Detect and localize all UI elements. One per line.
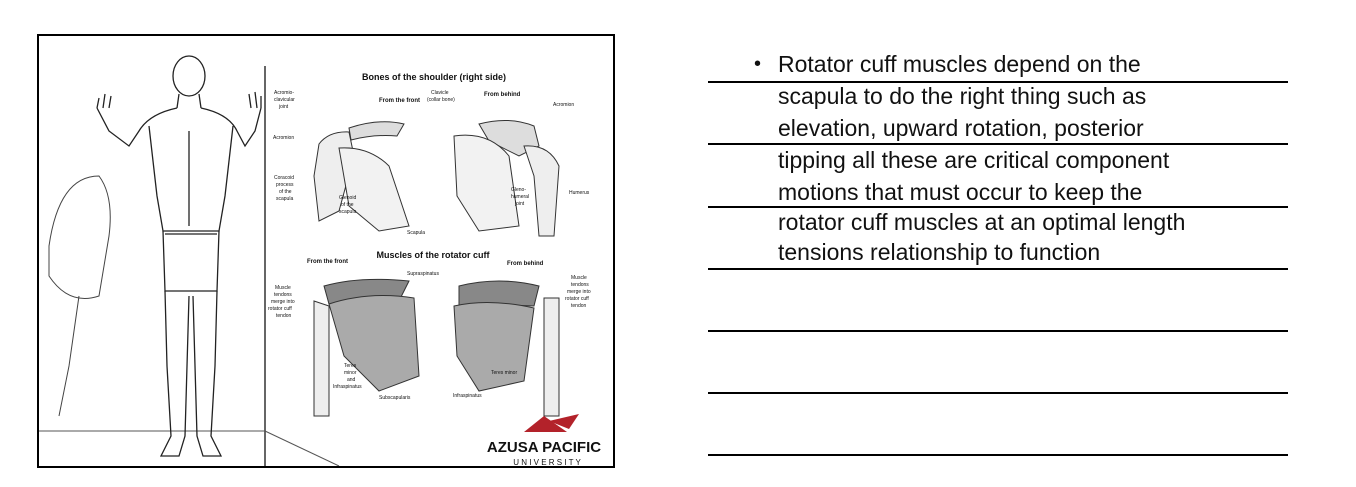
logo-mark xyxy=(524,416,567,432)
azusa-pacific-logo: AZUSA PACIFIC U N I V E R S I T Y xyxy=(487,414,601,466)
label-glenoid-1: Glenoid xyxy=(339,195,356,201)
bones-figure-title: Bones of the shoulder (right side) xyxy=(362,72,506,82)
label-glenohumeral-1: Gleno- xyxy=(511,187,526,193)
bones-from-front-label: From the front xyxy=(379,98,420,104)
notes-line-3: elevation, upward rotation, posterior xyxy=(778,115,1144,141)
label-glenoid-2: of the xyxy=(341,202,354,208)
label-clavicle-1: Clavicle xyxy=(431,90,449,96)
notes-rule-1 xyxy=(708,81,1288,83)
standing-man-figure xyxy=(96,55,262,457)
label-teres-infra-1: Teres xyxy=(344,363,357,369)
label-muscle-tendons-r-2: tendons xyxy=(571,282,589,288)
notes-line-4: tipping all these are critical component xyxy=(778,147,1170,173)
notes-line-1: Rotator cuff muscles depend on the xyxy=(778,51,1141,77)
notes-line-2: scapula to do the right thing such as xyxy=(778,83,1147,109)
muscles-from-behind-label: From behind xyxy=(507,261,544,267)
label-muscle-tendons-l-3: merge into xyxy=(271,299,295,305)
label-muscle-tendons-l-4: rotator cuff xyxy=(268,306,292,312)
label-glenohumeral-2: humeral xyxy=(511,194,529,200)
label-humerus: Humerus xyxy=(569,190,590,196)
muscles-figure-title: Muscles of the rotator cuff xyxy=(376,250,490,260)
label-muscle-tendons-l-2: tendons xyxy=(274,292,292,298)
label-teres-infra-3: and xyxy=(347,377,356,383)
label-glenoid-3: scapula xyxy=(339,209,356,215)
label-muscle-tendons-r-1: Muscle xyxy=(571,275,587,281)
slide-thumbnail: Bones of the shoulder (right side) From … xyxy=(37,34,615,468)
label-infraspinatus: Infraspinatus xyxy=(453,393,482,399)
notes-rule-7 xyxy=(708,454,1288,456)
label-muscle-tendons-r-5: tendon xyxy=(571,303,587,309)
notes-rule-3 xyxy=(708,206,1288,208)
logo-subtitle: U N I V E R S I T Y xyxy=(513,458,581,466)
label-acromion-left: Acromion xyxy=(273,135,294,141)
notes-rule-5 xyxy=(708,330,1288,332)
speaker-notes-area: • Rotator cuff muscles depend on the sca… xyxy=(708,48,1288,468)
bullet-marker: • xyxy=(754,53,762,75)
notes-line-7: tensions relationship to function xyxy=(778,239,1101,265)
notes-line-6: rotator cuff muscles at an optimal lengt… xyxy=(778,209,1186,235)
label-teres-infra-4: Infraspinatus xyxy=(333,384,362,390)
label-acromioclavicular-1: Acromio- xyxy=(274,90,294,96)
logo-name: AZUSA PACIFIC xyxy=(487,439,601,456)
notes-rule-2 xyxy=(708,143,1288,145)
muscles-from-front-label: From the front xyxy=(307,259,348,265)
label-muscle-tendons-r-4: rotator cuff xyxy=(565,296,589,302)
label-muscle-tendons-l-5: tendon xyxy=(276,313,292,319)
label-acromioclavicular-2: clavicular xyxy=(274,97,295,103)
notes-line-5: motions that must occur to keep the xyxy=(778,179,1143,205)
label-subscapularis: Subscapularis xyxy=(379,395,411,401)
label-coracoid-3: of the xyxy=(279,189,292,195)
label-coracoid-1: Coracoid xyxy=(274,175,294,181)
label-muscle-tendons-l-1: Muscle xyxy=(275,285,291,291)
slide-illustration: Bones of the shoulder (right side) From … xyxy=(39,55,601,466)
label-scapula: Scapula xyxy=(407,230,425,236)
label-acromion-right: Acromion xyxy=(553,102,574,108)
bones-from-behind-label: From behind xyxy=(484,92,521,98)
background-figure xyxy=(48,175,111,299)
label-coracoid-4: scapula xyxy=(276,196,293,202)
bone-diagrams xyxy=(313,120,560,237)
label-acromioclavicular-3: joint xyxy=(278,104,289,110)
label-clavicle-2: (collar bone) xyxy=(427,97,455,103)
notes-rule-4 xyxy=(708,268,1288,270)
label-muscle-tendons-r-3: merge into xyxy=(567,289,591,295)
muscle-diagrams xyxy=(313,278,560,417)
notes-rule-6 xyxy=(708,392,1288,394)
label-coracoid-2: process xyxy=(276,182,294,188)
label-glenohumeral-3: joint xyxy=(514,201,525,207)
label-teres-minor: Teres minor xyxy=(491,370,517,376)
label-supraspinatus: Supraspinatus xyxy=(407,271,439,277)
label-teres-infra-2: minor xyxy=(344,370,357,376)
